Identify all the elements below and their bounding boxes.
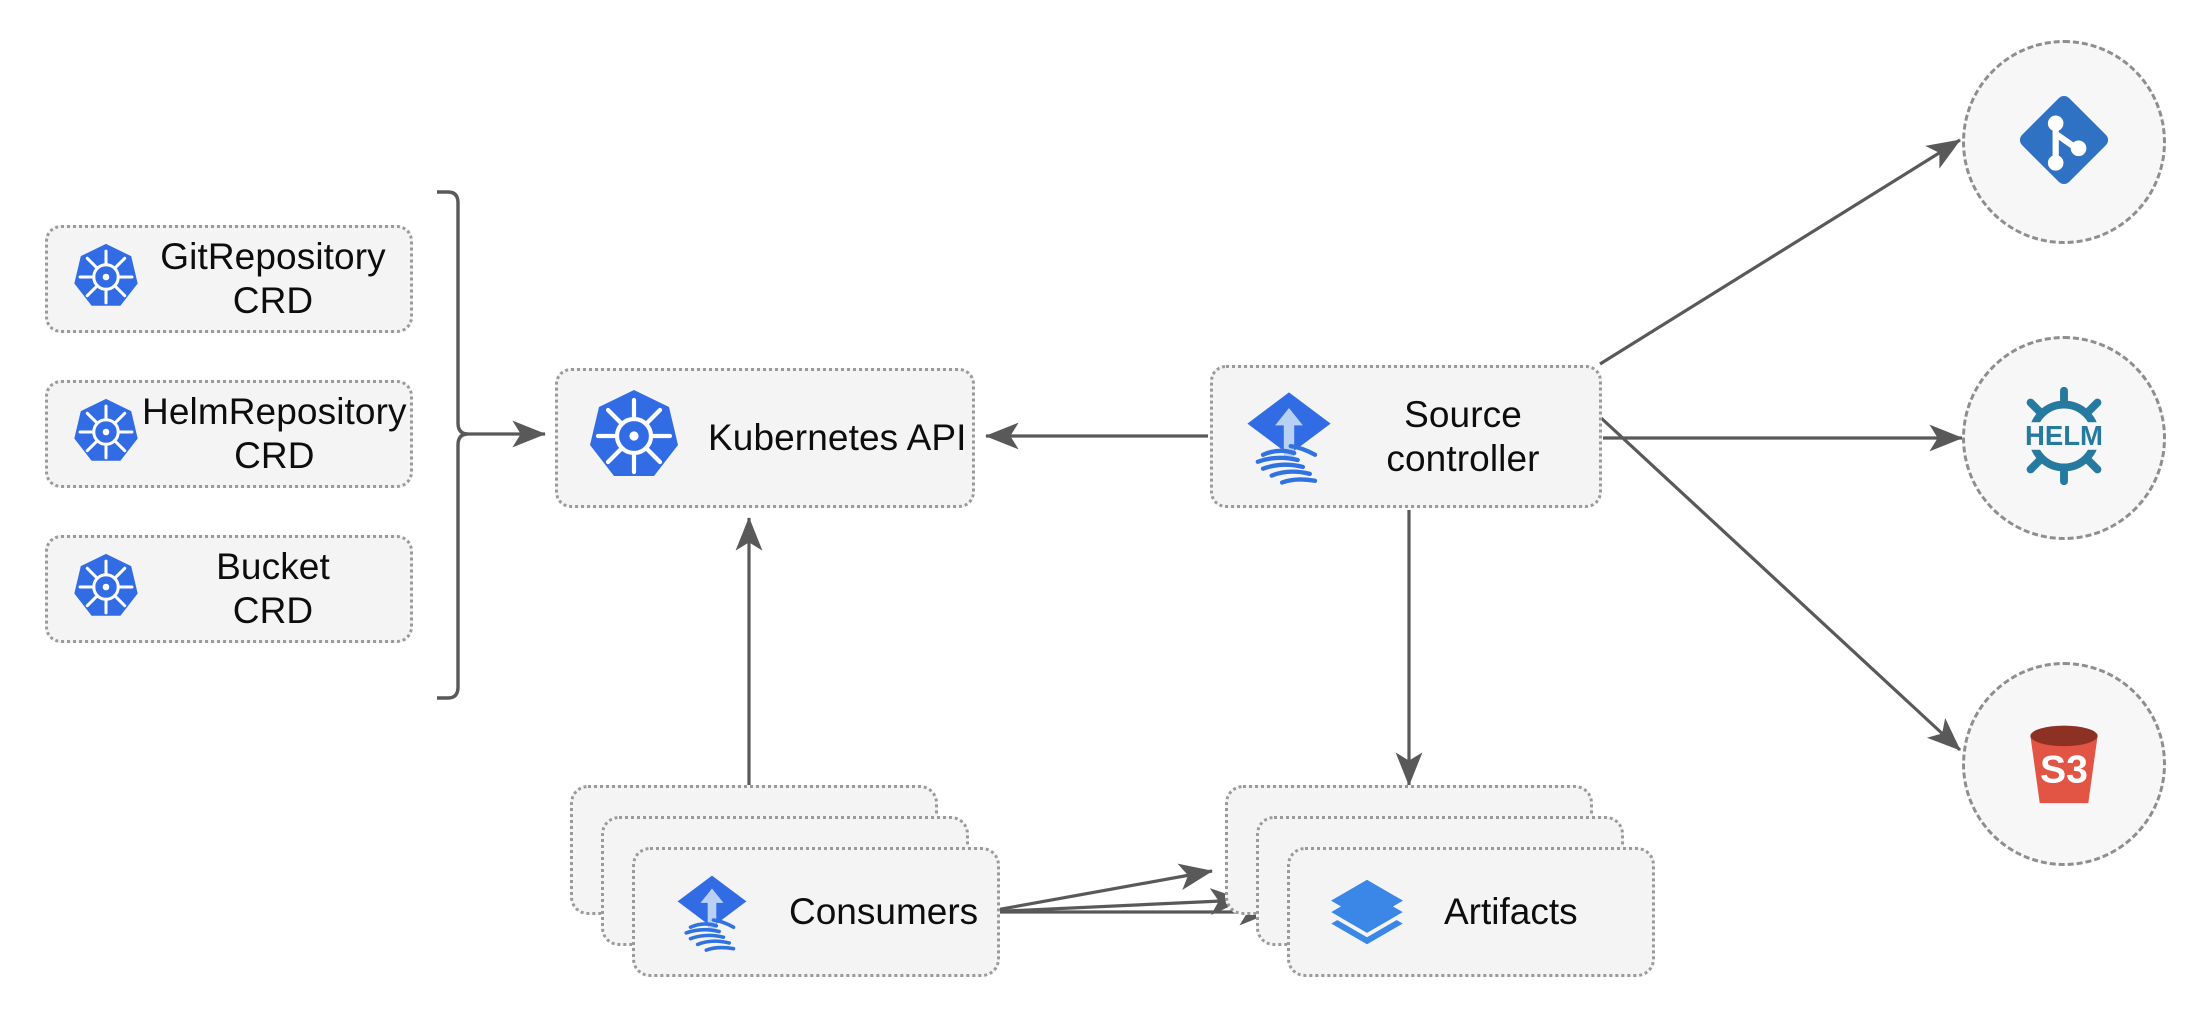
kubernetes-icon [70,551,142,628]
edge-consumers-to-artifacts-2 [984,888,1244,915]
flux-icon [669,867,755,958]
git-icon [2012,88,2116,197]
node-label-artifacts: Artifacts [1444,891,1578,932]
helm-icon: HELM [2005,377,2123,500]
kubernetes-icon [70,396,142,473]
kubernetes-icon [70,241,142,318]
edge-source-controller-to-git [1599,138,1961,366]
crd-group-bracket [437,190,469,700]
kubernetes-icon [584,386,684,491]
node-label-consumers: Consumers [789,891,979,932]
s3-label: S3 [2040,748,2088,791]
node-label-kubernetes-api: Kubernetes API [708,417,967,459]
flux-icon [1237,382,1341,491]
node-artifacts[interactable]: Artifacts [1225,785,1655,995]
consumers-card-front[interactable]: Consumers [632,847,1000,977]
helm-label: HELM [2025,419,2103,450]
s3-bucket-icon: S3 [2008,706,2120,823]
edge-source-controller-to-s3 [1598,415,1962,752]
layers-icon [1324,867,1410,958]
node-consumers[interactable]: Consumers [570,785,1000,995]
node-kubernetes-api[interactable]: Kubernetes API [555,368,975,508]
edge-consumers-to-artifacts-1 [984,863,1213,914]
target-circle-s3[interactable]: S3 [1962,662,2166,866]
target-circle-git[interactable] [1962,40,2166,244]
target-circle-helm[interactable]: HELM [1962,336,2166,540]
artifacts-card-front[interactable]: Artifacts [1287,847,1655,977]
